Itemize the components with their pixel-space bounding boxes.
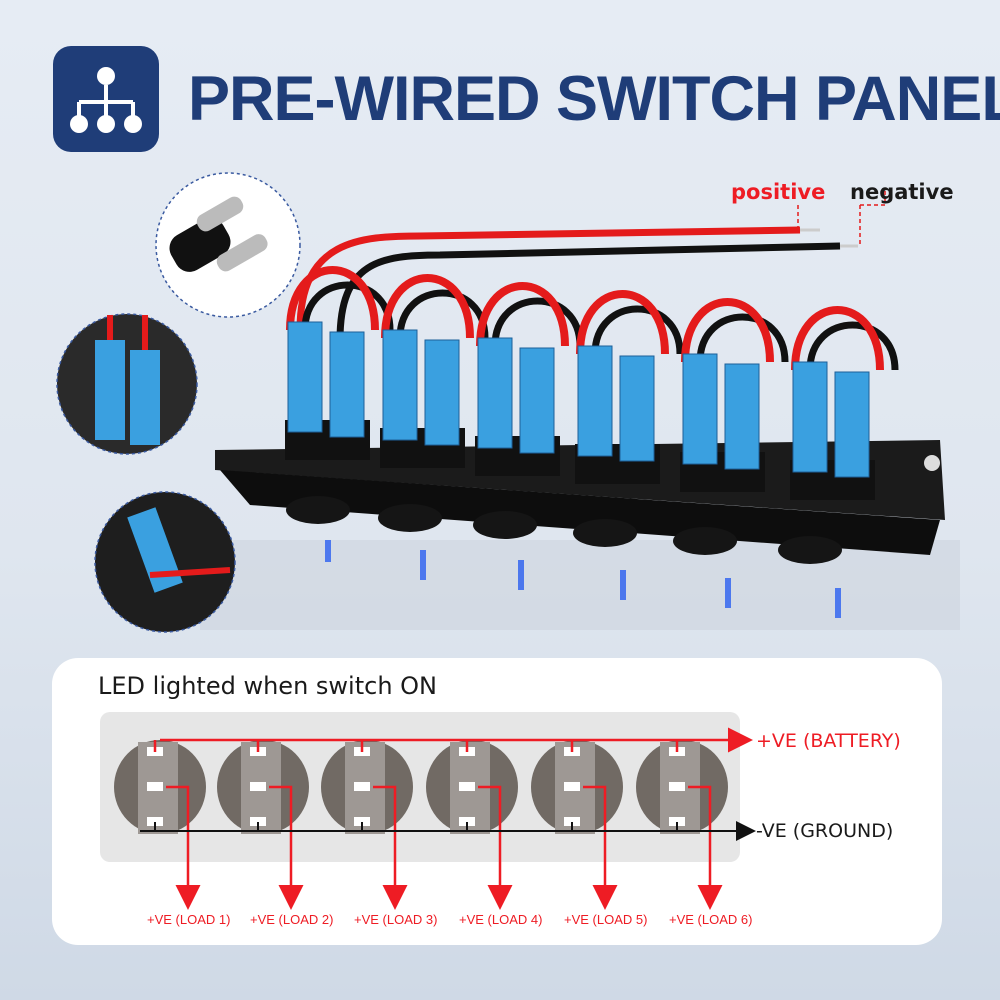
battery-label: +VE (BATTERY) [756, 730, 901, 752]
load-label: +VE (LOAD 1) [147, 912, 231, 927]
load-label: +VE (LOAD 4) [459, 912, 543, 927]
rocker-switch [380, 274, 489, 468]
network-hierarchy-icon [53, 46, 159, 152]
load-label: +VE (LOAD 6) [669, 912, 753, 927]
rocker-switch [790, 306, 899, 500]
page-title: PRE-WIRED SWITCH PANEL [188, 64, 1000, 134]
negative-wire-label: negative [850, 180, 954, 204]
diagram-title: LED lighted when switch ON [98, 672, 437, 700]
ground-label: -VE (GROUND) [756, 820, 894, 842]
rocker-switch [680, 298, 789, 492]
load-label: +VE (LOAD 2) [250, 912, 334, 927]
load-label: +VE (LOAD 3) [354, 912, 438, 927]
wiring-diagram-card [52, 658, 942, 945]
rocker-switch [575, 290, 684, 484]
load-label: +VE (LOAD 5) [564, 912, 648, 927]
rocker-switch [285, 266, 394, 460]
rocker-switch [475, 282, 584, 476]
switch-panel-photo [56, 172, 960, 633]
positive-wire-label: positive [731, 180, 826, 204]
